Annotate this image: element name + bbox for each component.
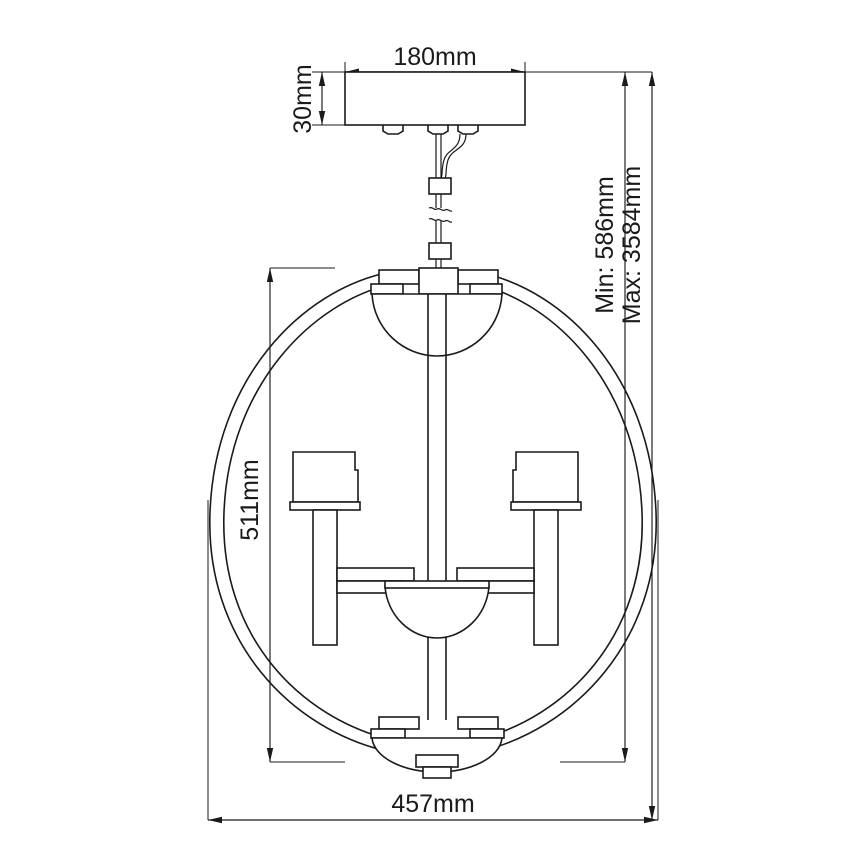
finial-upper xyxy=(415,754,459,768)
arrow-max-top xyxy=(648,72,656,86)
arrow-top xyxy=(318,72,326,86)
bracket-top-left-pad xyxy=(370,283,404,295)
left-candle-lamp xyxy=(289,451,361,646)
center-bowl-rim xyxy=(384,580,490,589)
canopy-nipple-left xyxy=(382,125,404,135)
right-support-arm xyxy=(456,567,535,582)
bottom-finial xyxy=(422,766,452,779)
bottom-diffuser-assembly xyxy=(371,737,503,779)
bracket-bottom-left xyxy=(378,716,420,730)
right-candle-shade xyxy=(512,451,579,503)
dimension-max-drop: Max: 3584mm xyxy=(618,71,656,820)
dimension-body-height: 511mm xyxy=(236,267,345,763)
dimension-body-width: 457mm xyxy=(207,500,659,824)
dim-label-min-drop: Min: 586mm xyxy=(591,176,619,314)
top-diffuser-assembly xyxy=(371,267,503,357)
right-candle-stem xyxy=(533,509,559,646)
left-candle-shade xyxy=(292,451,359,503)
dimension-min-drop: Min: 586mm xyxy=(525,71,629,763)
suspension-rod-assembly xyxy=(428,133,467,270)
ring-mount-brackets-bottom xyxy=(370,716,505,739)
dim-label-canopy-height: 30mm xyxy=(289,64,317,133)
canopy-nipple-right xyxy=(457,125,479,135)
orb-ring-left-outer xyxy=(209,271,391,753)
orb-ring-right-inner xyxy=(475,283,643,741)
arrow-width-right xyxy=(644,816,658,824)
canopy-body xyxy=(344,71,526,126)
bracket-bottom-left-pad xyxy=(370,728,406,739)
center-diffuser-assembly xyxy=(384,580,490,639)
dimension-canopy-height: 30mm xyxy=(289,64,345,134)
dim-label-max-drop: Max: 3584mm xyxy=(618,166,646,324)
dim-label-body-height: 511mm xyxy=(236,459,264,541)
top-diffuser-bowl xyxy=(371,293,503,357)
rod-connector-upper xyxy=(428,177,452,195)
bracket-bottom-right-pad xyxy=(469,728,505,739)
arrow-bottom xyxy=(318,111,326,125)
arrow-max-bottom xyxy=(648,806,656,820)
electrical-wire-inner xyxy=(440,133,461,179)
outer-orb-rings xyxy=(209,271,657,753)
arrow-width-left xyxy=(208,816,222,824)
bracket-bottom-right xyxy=(457,716,499,730)
right-shade-rim xyxy=(510,501,582,511)
center-column xyxy=(427,294,447,720)
left-shade-rim xyxy=(289,501,361,511)
left-support-arm xyxy=(336,567,415,582)
rod-break-symbol-upper xyxy=(428,206,453,212)
center-diffuser-bowl xyxy=(384,585,490,639)
orb-ring-left-inner xyxy=(223,283,393,741)
bracket-top-right xyxy=(457,269,499,285)
bracket-top-right-pad xyxy=(469,283,503,295)
arrow-min-bottom xyxy=(621,748,629,762)
dimension-canopy-width: 180mm xyxy=(344,43,526,76)
orb-ring-right-outer xyxy=(477,271,657,753)
canopy-nipple-center xyxy=(427,125,449,135)
arrow-min-top xyxy=(621,72,629,86)
dim-label-body-width: 457mm xyxy=(391,790,474,818)
right-candle-lamp xyxy=(510,451,582,646)
rod-break-symbol-lower xyxy=(428,217,453,223)
top-hub-block xyxy=(418,267,459,295)
arrow-body-bottom xyxy=(266,748,274,762)
electrical-wire-outer xyxy=(444,133,467,179)
dim-label-canopy-width: 180mm xyxy=(393,43,476,71)
left-candle-stem xyxy=(312,509,338,646)
rod-connector-lower xyxy=(428,242,452,260)
bracket-top-left xyxy=(378,269,420,285)
ceiling-mount-plate xyxy=(344,71,526,135)
arrow-body-top xyxy=(266,268,274,282)
